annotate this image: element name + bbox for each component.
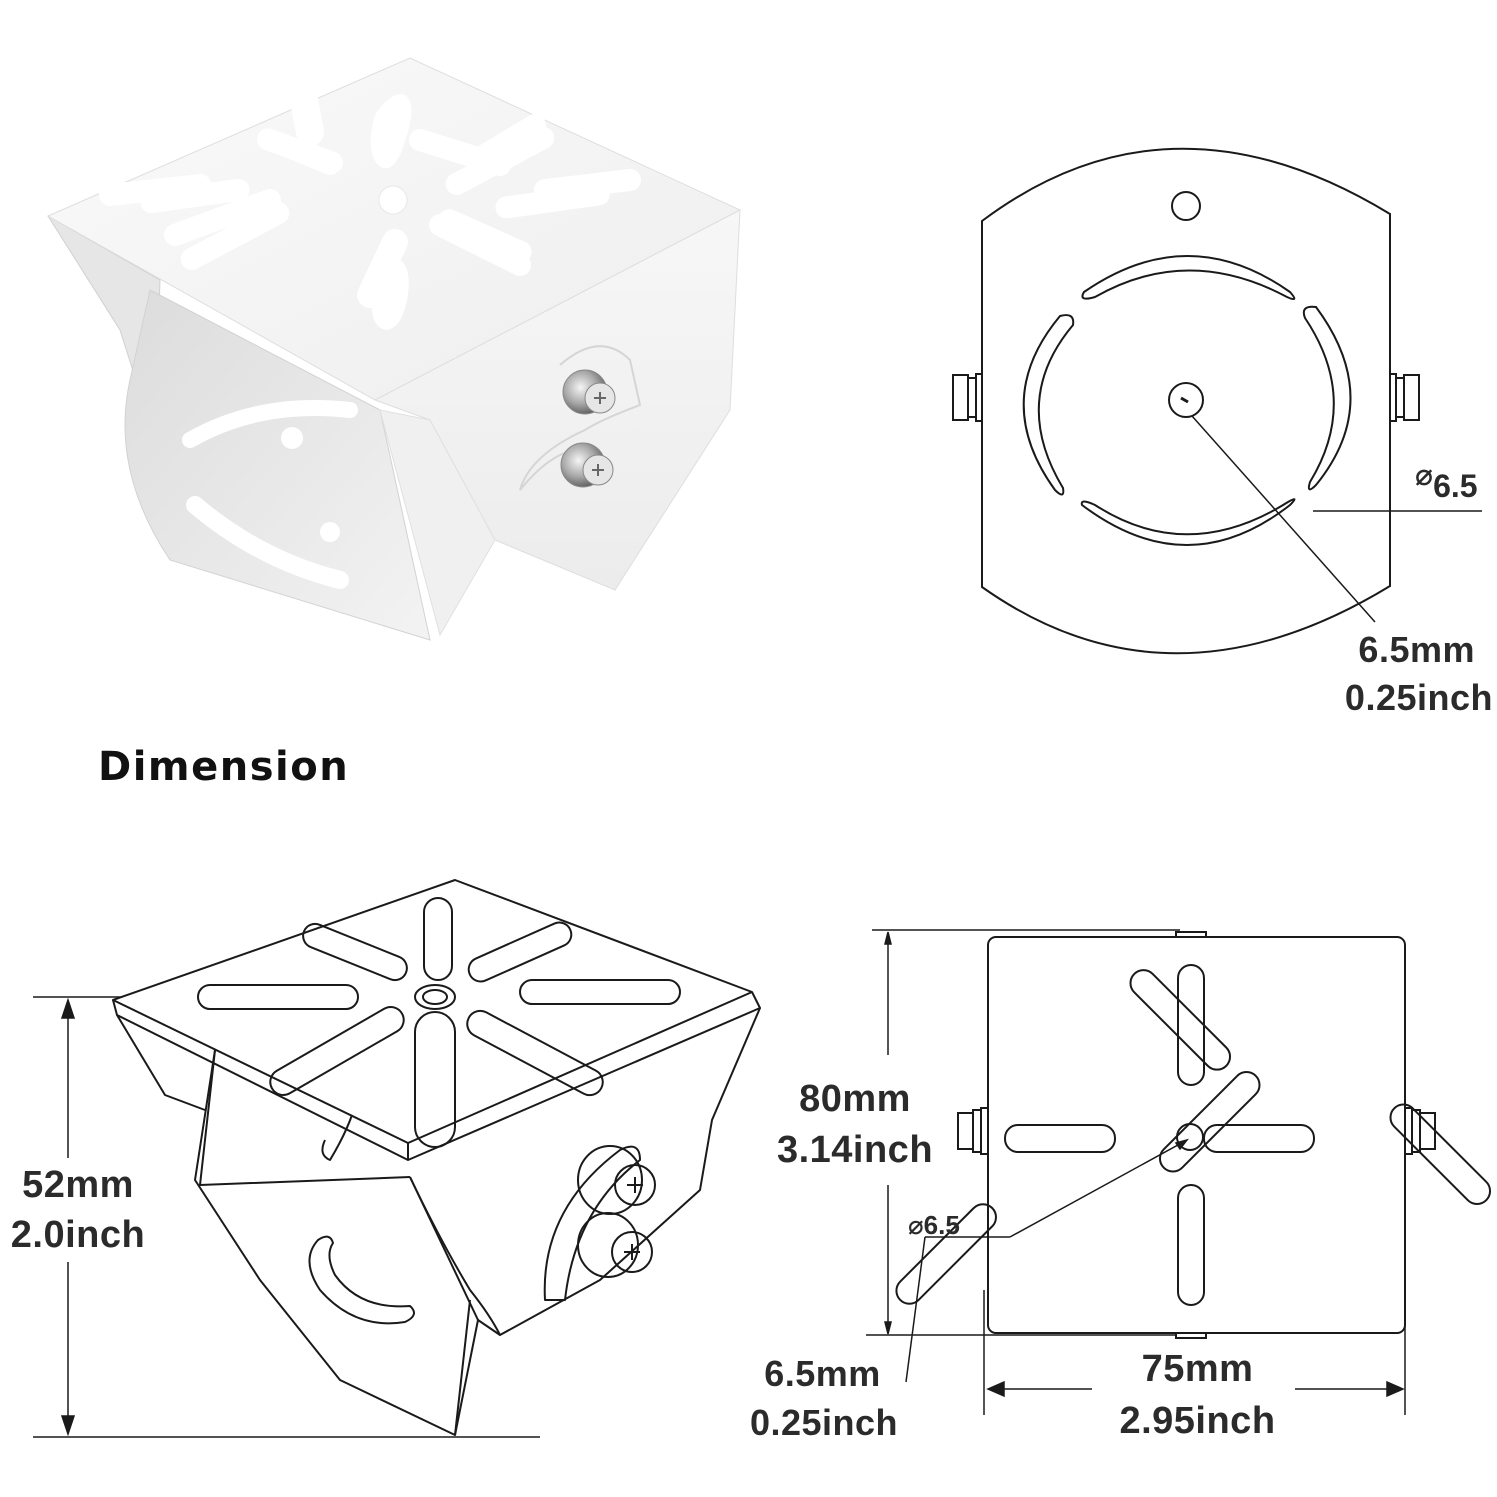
diameter-value: 6.5: [1433, 468, 1478, 504]
plate-hole-inch-label: 0.25inch: [749, 1402, 899, 1443]
height-mm-label: 52mm: [22, 1164, 134, 1206]
plate-width-mm-label: 75mm: [1141, 1348, 1254, 1390]
hole-size-inch-label: 0.25inch: [1344, 677, 1493, 718]
height-inch-label: 2.0inch: [10, 1214, 146, 1256]
side-view-drawing: 52mm 2.0inch: [0, 860, 780, 1460]
phi-callout-circular: ⌀6.5: [1415, 458, 1478, 503]
phi-callout-square: ⌀6.5: [908, 1210, 960, 1240]
plate-hole-mm-label: 6.5mm: [764, 1353, 881, 1394]
circular-plate-outline: [952, 147, 1482, 655]
bracket-photo-illustration: [46, 57, 742, 641]
plate-height-inch-label: 3.14inch: [776, 1129, 934, 1171]
top-view-circular-drawing: ⌀6.5 6.5mm 0.25inch: [0, 0, 1497, 720]
side-view-bolts: [577, 1145, 656, 1278]
isometric-bracket-outline: [33, 879, 761, 1438]
bolt-lower: [560, 442, 614, 488]
section-title: Dimension: [98, 744, 350, 790]
product-photo: [0, 0, 780, 700]
plate-height-mm-label: 80mm: [799, 1078, 911, 1120]
top-view-square-drawing: 80mm 3.14inch ⌀6.5 6.5mm 0.25inch 75mm 2…: [0, 900, 1497, 1460]
diameter-symbol: ⌀: [1415, 459, 1434, 492]
square-plate-outline: [866, 929, 1492, 1415]
hole-size-mm-label: 6.5mm: [1358, 629, 1475, 670]
plate-width-inch-label: 2.95inch: [1119, 1400, 1276, 1442]
bolt-upper: [562, 369, 616, 415]
